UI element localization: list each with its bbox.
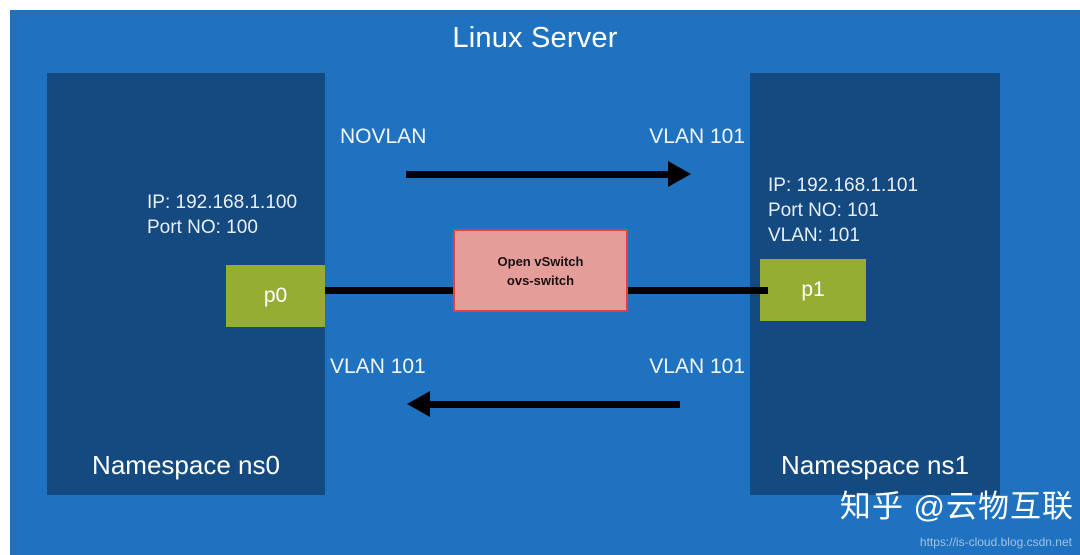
- link-line-switch-to-p1: [628, 287, 768, 294]
- flow-label-egress-source: NOVLAN: [340, 125, 427, 148]
- namespace-info-ns1: IP: 192.168.1.101 Port NO: 101 VLAN: 101: [768, 175, 919, 246]
- port-box-p0: p0: [226, 265, 325, 327]
- link-line-p0-to-switch: [325, 287, 462, 294]
- flow-arrow-ingress-shaft: [430, 401, 680, 408]
- flow-arrow-egress-shaft: [406, 171, 668, 178]
- flow-label-egress-target: VLAN 101: [649, 125, 745, 148]
- ovs-switch-box: Open vSwitch ovs-switch: [453, 229, 628, 312]
- namespace-box-ns0: IP: 192.168.1.100 Port NO: 100 Namespace…: [47, 73, 325, 495]
- namespace-label-ns1: Namespace ns1: [781, 450, 969, 480]
- ovs-switch-name: ovs-switch: [506, 272, 575, 288]
- watermark-text: 知乎 @云物互联: [839, 489, 1074, 524]
- diagram-title: Linux Server: [452, 22, 618, 54]
- flow-arrow-ingress: VLAN 101 VLAN 101: [330, 355, 745, 425]
- flow-arrow-egress: NOVLAN VLAN 101: [340, 125, 745, 195]
- arrow-head-left-icon: [407, 391, 430, 417]
- ovs-switch-title: Open vSwitch: [497, 253, 584, 269]
- flow-label-ingress-target: VLAN 101: [330, 355, 426, 378]
- diagram-canvas: Linux Server IP: 192.168.1.100 Port NO: …: [10, 10, 1080, 555]
- port-box-p1: p1: [760, 259, 866, 321]
- namespace-box-ns1: IP: 192.168.1.101 Port NO: 101 VLAN: 101…: [750, 73, 1000, 495]
- namespace-label-ns0: Namespace ns0: [92, 450, 280, 480]
- watermark-url: https://is-cloud.blog.csdn.net: [919, 535, 1072, 549]
- arrow-head-right-icon: [668, 161, 691, 187]
- flow-label-ingress-source: VLAN 101: [649, 355, 745, 378]
- namespace-info-ns0: IP: 192.168.1.100 Port NO: 100: [147, 192, 298, 238]
